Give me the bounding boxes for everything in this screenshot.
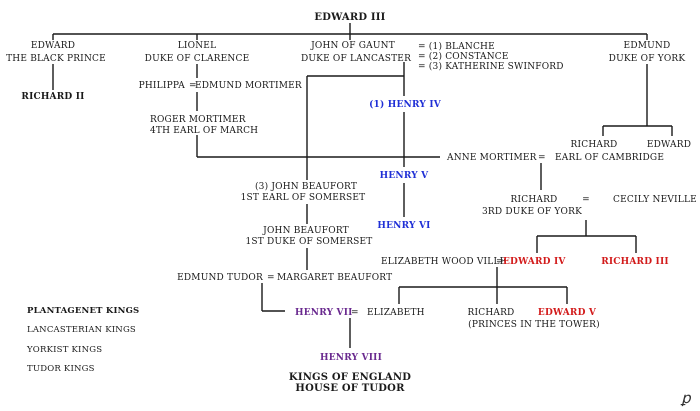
richard-iii: RICHARD III [601,257,669,267]
philippa: PHILIPPA [139,81,186,91]
edward-v: EDWARD V [538,308,597,318]
gaunt-wife-1: = (1) BLANCHE [418,41,495,52]
edward-iii: EDWARD III [314,12,385,23]
henry-vi: HENRY VI [377,221,430,231]
legend-lancasterian: LANCASTERIAN KINGS [27,325,136,335]
richard-cambridge: RICHARD [571,140,618,150]
edward-iv: EDWARD IV [503,257,566,267]
princes-in-the-tower: (PRINCES IN THE TOWER) [468,319,600,330]
edward-york-son: EDWARD [647,140,691,150]
connector-lines [52,23,673,348]
lionel-name: LIONEL [178,41,217,51]
caption-line-2: HOUSE OF TUDOR [295,383,405,394]
john-beaufort-earl-title: 1ST EARL OF SOMERSET [241,193,366,203]
edmund-york-name: EDMUND [624,41,671,51]
legend-plantagenet: PLANTAGENET KINGS [27,306,139,316]
gaunt-wife-3: = (3) KATHERINE SWINFORD [418,61,564,72]
john-beaufort-duke-title: 1ST DUKE OF SOMERSET [245,237,372,247]
cecily-neville: CECILY NEVILLE [613,195,697,205]
edmund-york-title: DUKE OF YORK [609,54,686,64]
lionel-title: DUKE OF CLARENCE [145,54,250,64]
richard-prince: RICHARD [468,308,515,318]
henry-vii: HENRY VII [295,308,353,318]
henry-viii: HENRY VIII [320,353,382,363]
anne-mortimer: ANNE MORTIMER [446,153,537,163]
roger-mortimer-title: 4TH EARL OF MARCH [150,126,258,136]
john-beaufort-duke-name: JOHN BEAUFORT [262,226,349,236]
marriage-sign-tudor: = [267,273,275,283]
edmund-tudor: EDMUND TUDOR [177,273,263,283]
john-beaufort-earl-name: (3) JOHN BEAUFORT [255,181,357,192]
roger-mortimer-name: ROGER MORTIMER [150,115,246,125]
richard-3rd-duke-title: 3RD DUKE OF YORK [482,207,582,217]
legend-yorkist: YORKIST KINGS [26,345,102,355]
marriage-sign-anne: = [538,153,546,163]
marriage-sign-cecily: = [582,195,590,205]
marriage-sign-henry-vii: = [351,308,359,318]
legend-tudor: TUDOR KINGS [27,364,95,374]
henry-iv: (1) HENRY IV [369,99,442,110]
marriage-sign-woodville: = [496,257,504,267]
richard-ii: RICHARD II [21,92,84,102]
elizabeth-woodville: ELIZABETH WOOD VILLE [381,257,506,267]
margaret-beaufort: MARGARET BEAUFORT [277,273,392,283]
john-of-gaunt-name: JOHN OF GAUNT [310,41,395,51]
edward-black-prince-name: EDWARD [31,41,75,51]
john-of-gaunt-title: DUKE OF LANCASTER [301,54,411,64]
edmund-mortimer: EDMUND MORTIMER [195,81,302,91]
henry-v: HENRY V [380,171,430,181]
earl-of-cambridge: EARL OF CAMBRIDGE [555,153,664,163]
signature-logo: ꝑ [680,389,692,407]
legend: PLANTAGENET KINGS LANCASTERIAN KINGS YOR… [26,306,139,374]
marriage-sign-philippa: = [189,81,197,91]
caption-line-1: KINGS OF ENGLAND [289,372,411,383]
edward-black-prince-title: THE BLACK PRINCE [6,54,106,64]
elizabeth: ELIZABETH [367,308,425,318]
richard-3rd-duke-name: RICHARD [511,195,558,205]
gaunt-wife-2: = (2) CONSTANCE [418,51,509,62]
